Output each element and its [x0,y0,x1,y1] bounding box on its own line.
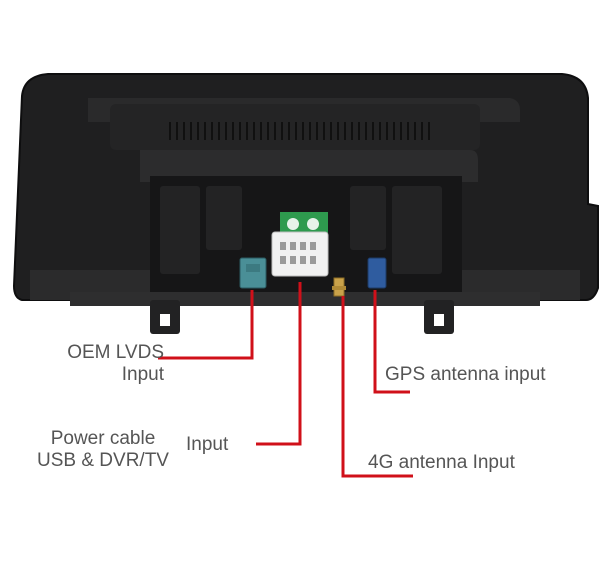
vent-slots [169,122,430,140]
label-power-cable: Power cable USB & DVR/TV [18,428,188,472]
lvds-connector [239,257,267,289]
label-4g-antenna: 4G antenna Input [368,452,515,473]
bottom-lip [70,292,540,306]
mounting-hole-right [434,314,444,326]
sma-connector-thread [332,286,346,290]
inner-housing [140,150,478,182]
power-board-screw-right [307,218,319,230]
mounting-hole-left [160,314,170,326]
label-oem-lvds: OEM LVDS Input [16,342,164,386]
label-gps-antenna: GPS antenna input [385,364,546,385]
leader-line-gps [373,290,410,394]
power-connector-pins [280,242,316,264]
label-oem-lvds-line1: OEM LVDS [67,342,164,363]
power-connector [271,231,329,277]
label-power-cable-line1: Power cable [50,428,156,449]
label-power-input: Input [186,434,229,455]
label-power-cable-line2: USB & DVR/TV [37,450,169,471]
leader-line-4g [341,296,413,478]
leader-lines [158,282,413,478]
bay-ribs [160,186,442,274]
label-oem-lvds-line2: Input [121,364,164,385]
gps-connector [367,257,387,289]
leader-line-power [256,282,302,446]
lvds-connector-latch [246,264,260,272]
leader-line-lvds [158,290,254,360]
power-board-screw-left [287,218,299,230]
